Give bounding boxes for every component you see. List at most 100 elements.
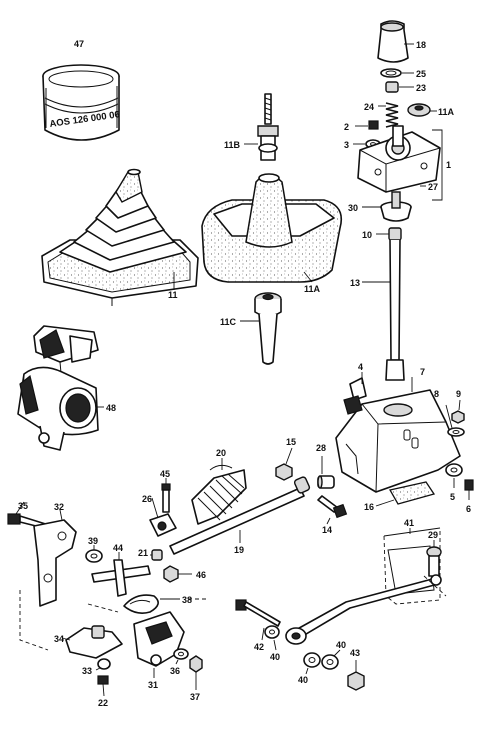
label-7: 7 — [420, 367, 425, 377]
bolt-part-6 — [464, 479, 474, 500]
label-36: 36 — [170, 666, 180, 676]
stud-bolt-part — [244, 93, 279, 161]
clamp-part-26 — [149, 497, 177, 537]
bracket-part-32 — [33, 509, 77, 607]
label-19: 19 — [234, 545, 244, 555]
rod-gaiter-part — [191, 458, 247, 525]
washer-part-5 — [445, 463, 463, 488]
rubber-bush-part — [240, 292, 282, 365]
label-28: 28 — [316, 443, 326, 453]
rubber-mount-part-29 — [426, 540, 442, 577]
nut-part-9 — [451, 399, 465, 424]
label-41: 41 — [404, 518, 414, 528]
label-9: 9 — [456, 389, 461, 399]
bolt-part-14 — [317, 495, 348, 525]
nut-part-15 — [275, 447, 293, 481]
label-44: 44 — [113, 543, 123, 553]
label-23: 23 — [416, 83, 426, 93]
concertina-boot-part — [41, 168, 199, 306]
spring-clip-part-38 — [123, 594, 206, 614]
label-46: 46 — [196, 570, 206, 580]
label-40-b: 40 — [298, 675, 308, 685]
mount-outline-right — [423, 575, 447, 597]
bush-part-top — [407, 103, 437, 117]
label-43: 43 — [350, 648, 360, 658]
label-11: 11 — [168, 290, 178, 300]
label-38: 38 — [182, 595, 192, 605]
gearshift-rod-part — [362, 227, 405, 381]
label-24: 24 — [364, 102, 374, 112]
bolt-part-42 — [235, 599, 281, 641]
link-part-44 — [91, 552, 151, 597]
label-21: 21 — [138, 548, 148, 558]
circlip-part — [380, 68, 414, 78]
sleeve-part — [385, 81, 414, 93]
lever-part-31 — [133, 611, 185, 678]
mount-outline-mid — [87, 603, 119, 613]
label-5: 5 — [450, 492, 455, 502]
label-3: 3 — [344, 140, 349, 150]
label-45: 45 — [160, 469, 170, 479]
label-11a: 11A — [304, 284, 321, 294]
label-42: 42 — [254, 642, 264, 652]
screw-part-22 — [97, 675, 109, 697]
label-8: 8 — [434, 389, 439, 399]
nut-part-37 — [189, 655, 203, 690]
label-2: 2 — [344, 122, 349, 132]
label-22: 22 — [98, 698, 108, 708]
linkage-assembly-part — [17, 325, 104, 451]
washer-part-40a — [264, 625, 280, 651]
label-33: 33 — [82, 666, 92, 676]
bush-part-28 — [317, 456, 335, 489]
pin-part-21 — [150, 549, 163, 561]
label-31: 31 — [148, 680, 158, 690]
label-34: 34 — [54, 634, 64, 644]
label-14: 14 — [322, 525, 332, 535]
shift-rod-part — [169, 476, 311, 555]
label-26: 26 — [142, 494, 152, 504]
label-29: 29 — [428, 530, 438, 540]
bolt-part-2 — [355, 120, 379, 130]
nut-part-43 — [347, 660, 365, 691]
joint-part-34 — [61, 625, 123, 659]
label-18: 18 — [416, 40, 426, 50]
label-11b: 11B — [224, 140, 241, 150]
label-10: 10 — [362, 230, 372, 240]
washer-part-39 — [85, 545, 103, 563]
label-15: 15 — [286, 437, 296, 447]
washer-part-8 — [445, 404, 465, 437]
label-32: 32 — [54, 502, 64, 512]
label-47: 47 — [74, 39, 84, 49]
label-48: 48 — [106, 403, 116, 413]
label-16: 16 — [364, 502, 374, 512]
gaiter-boot-part — [201, 173, 343, 283]
label-11c: 11C — [220, 317, 237, 327]
cushion-pad-part — [375, 481, 436, 507]
shift-housing-part — [335, 372, 461, 493]
washer-part-40b — [303, 652, 321, 675]
label-39: 39 — [88, 536, 98, 546]
label-11a-top: 11A — [438, 107, 455, 117]
label-1: 1 — [446, 160, 451, 170]
washer-part-36 — [173, 648, 189, 665]
relay-rod-part — [285, 574, 442, 645]
label-35: 35 — [18, 501, 28, 511]
washer-part-40c — [321, 649, 341, 670]
part-labels: 47 18 25 23 24 11A 2 3 1 27 30 10 11B 11… — [18, 39, 471, 708]
label-6: 6 — [466, 504, 471, 514]
shift-knob-part — [377, 20, 414, 63]
bolt-part-45 — [161, 478, 171, 513]
label-40-a: 40 — [270, 652, 280, 662]
label-4: 4 — [358, 362, 363, 372]
label-40-c: 40 — [336, 640, 346, 650]
lever-socket-part — [362, 191, 412, 222]
mount-outline-left — [19, 590, 49, 651]
label-20: 20 — [216, 448, 226, 458]
label-37: 37 — [190, 692, 200, 702]
lever-housing-plate — [357, 125, 443, 201]
clamp-ring-part: AOS 126 000 06 — [42, 64, 121, 141]
label-27: 27 — [428, 182, 438, 192]
label-25: 25 — [416, 69, 426, 79]
